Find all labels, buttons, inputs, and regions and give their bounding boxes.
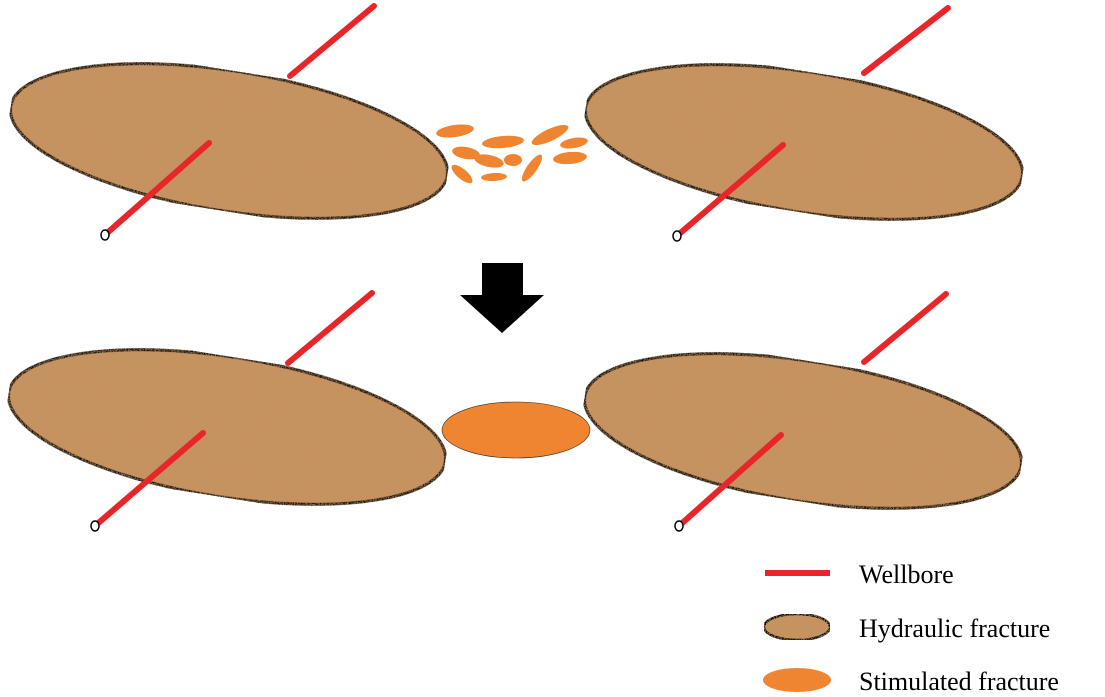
wellbore-end-cap: [100, 229, 110, 241]
wellbore-lower-segment: [103, 140, 212, 237]
wellbore-end-cap: [672, 230, 682, 242]
wellbore-upper-segment: [287, 3, 377, 79]
legend: Wellbore Hydraulic fracture Stimulated f…: [762, 560, 1059, 696]
bottom-right-fracture-group: [582, 291, 1024, 532]
bottom-row: [6, 290, 1024, 532]
fragment: [521, 154, 543, 182]
wellbore-upper-segment: [861, 291, 949, 365]
fragment: [436, 124, 474, 138]
fragment: [560, 137, 588, 149]
legend-label-hydraulic-fracture: Hydraulic fracture: [859, 614, 1050, 643]
wellbore-lower-segment: [93, 430, 206, 528]
wellbore-end-cap: [90, 520, 100, 532]
fragment: [481, 172, 507, 182]
bottom-left-fracture-group: [6, 290, 448, 532]
down-arrow-icon: [460, 263, 544, 333]
hydraulic-fracture-swatch: [762, 612, 832, 642]
fragment: [451, 164, 473, 184]
hydraulic-fracture: [6, 348, 448, 506]
legend-item-wellbore: Wellbore: [765, 560, 954, 589]
fragment: [531, 124, 569, 146]
wellbore-lower-segment: [677, 432, 784, 528]
legend-label-stimulated-fracture: Stimulated fracture: [859, 667, 1059, 696]
stimulated-fracture-swatch: [763, 668, 831, 692]
top-right-fracture-group: [583, 5, 1025, 242]
hydraulic-fracture: [583, 63, 1025, 221]
legend-label-wellbore: Wellbore: [859, 560, 954, 589]
wellbore-lower-segment: [675, 142, 786, 238]
hydraulic-fracture: [8, 62, 450, 220]
top-row: [8, 3, 1025, 242]
fragment: [482, 135, 524, 149]
legend-item-stimulated-fracture: Stimulated fracture: [763, 667, 1059, 696]
fragment: [504, 154, 522, 166]
hydraulic-fracture: [582, 352, 1024, 510]
legend-item-hydraulic-fracture: Hydraulic fracture: [762, 612, 1050, 643]
fragment: [553, 151, 587, 165]
top-left-fracture-group: [8, 3, 450, 241]
fragment: [474, 154, 504, 168]
wellbore-upper-segment: [285, 290, 375, 366]
wellbore-end-cap: [674, 520, 684, 532]
stimulated-fracture-fragments: [436, 124, 588, 184]
stimulated-fracture: [441, 401, 591, 459]
fragment: [452, 146, 480, 160]
wellbore-upper-segment: [861, 5, 951, 76]
